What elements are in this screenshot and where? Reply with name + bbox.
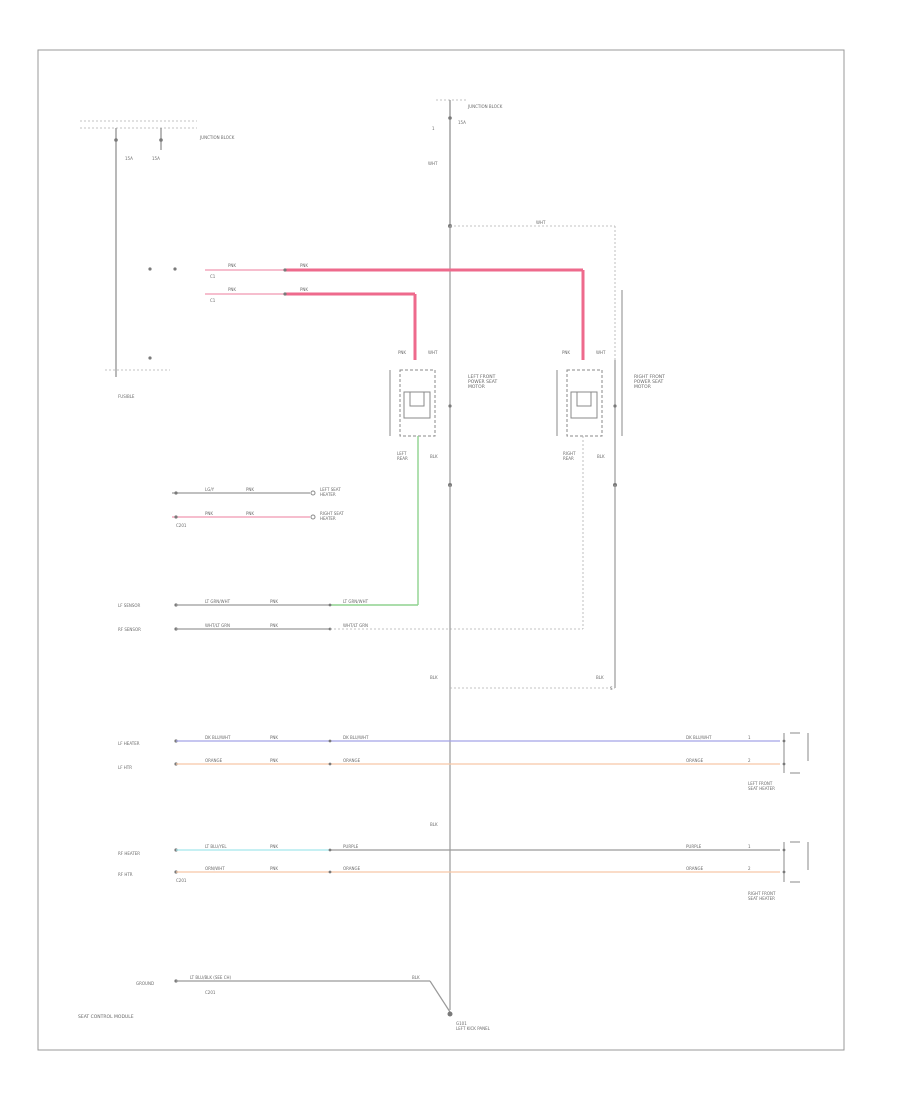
svg-text:S: S	[610, 686, 613, 691]
svg-text:BLK: BLK	[596, 675, 604, 680]
svg-text:ORANGE: ORANGE	[686, 866, 704, 871]
left-heater-rows: LF HEATER LF HTR DK BLU/WHT ORANGE PNK P…	[118, 732, 809, 791]
svg-text:C1: C1	[210, 274, 216, 279]
wire-label-wht-dist: WHT	[536, 220, 546, 225]
junction-subtitle: JUNCTION BLOCK	[467, 104, 503, 109]
pink-wires: PNK PNK PNK PNK C1 C1	[148, 263, 585, 360]
pin-lf-htr: LF HTR	[118, 765, 132, 770]
svg-text:PNK: PNK	[270, 758, 278, 763]
svg-text:C201: C201	[176, 878, 187, 883]
svg-text:C201: C201	[176, 523, 187, 528]
pin-rf-heater: RF HEATER	[118, 851, 140, 856]
svg-text:ORANGE: ORANGE	[343, 758, 361, 763]
svg-text:PURPLE: PURPLE	[686, 844, 702, 849]
pin-rf-sensor: RF SENSOR	[118, 627, 141, 632]
svg-text:LG/Y: LG/Y	[205, 487, 215, 492]
svg-text:PNK: PNK	[270, 623, 278, 628]
fuse-block-bottom-left: FUSIBLE	[105, 356, 170, 399]
svg-text:PNK: PNK	[398, 350, 406, 355]
svg-text:15A: 15A	[458, 120, 466, 125]
svg-text:PNK: PNK	[270, 735, 278, 740]
svg-text:C1: C1	[210, 298, 216, 303]
svg-text:1: 1	[748, 735, 751, 740]
svg-text:LT GRN/WHT: LT GRN/WHT	[205, 599, 231, 604]
svg-text:PURPLE: PURPLE	[343, 844, 359, 849]
sensor-rows: LF SENSOR RF SENSOR LT GRN/WHT WHT/LT GR…	[118, 436, 584, 632]
svg-text:BLK: BLK	[412, 975, 420, 980]
svg-text:PNK: PNK	[270, 844, 278, 849]
junction-block-top-center: JUNCTION BLOCK 1 15A WHT	[428, 99, 503, 228]
module-title: SEAT CONTROL MODULE	[78, 1014, 134, 1020]
svg-text:WHT: WHT	[596, 350, 606, 355]
svg-text:ORANGE: ORANGE	[343, 866, 361, 871]
svg-text:BLK: BLK	[430, 454, 438, 459]
wire-label-wht-top: WHT	[428, 161, 438, 166]
pin-lf-heater: LF HEATER	[118, 741, 140, 746]
fuse-block-subtitle: JUNCTION BLOCK	[199, 135, 235, 140]
svg-text:LT GRN/WHT: LT GRN/WHT	[343, 599, 369, 604]
ground-row: GROUND LT BLU/BLK (SEE CH) C201 BLK G101…	[78, 975, 491, 1031]
svg-text:ORANGE: ORANGE	[686, 758, 704, 763]
svg-text:PNK: PNK	[270, 599, 278, 604]
svg-text:PNK: PNK	[246, 511, 254, 516]
svg-text:15A: 15A	[152, 156, 160, 161]
svg-text:PNK: PNK	[562, 350, 570, 355]
svg-text:LT BLU/YEL: LT BLU/YEL	[205, 844, 227, 849]
svg-text:WHT: WHT	[428, 350, 438, 355]
svg-text:PNK: PNK	[205, 511, 213, 516]
svg-text:2: 2	[748, 758, 751, 763]
svg-text:DK BLU/WHT: DK BLU/WHT	[343, 735, 369, 740]
svg-text:BLK: BLK	[597, 454, 605, 459]
svg-text:DK BLU/WHT: DK BLU/WHT	[205, 735, 231, 740]
svg-text:WHT/LT GRN: WHT/LT GRN	[205, 623, 230, 628]
svg-text:ORANGE: ORANGE	[205, 758, 223, 763]
svg-text:15A: 15A	[125, 156, 133, 161]
svg-text:BLK: BLK	[430, 822, 438, 827]
pin-rf-htr: RF HTR	[118, 872, 133, 877]
svg-text:PNK: PNK	[270, 866, 278, 871]
diagram-frame	[37, 49, 845, 1051]
right-heater-rows: RF HEATER RF HTR LT BLU/YEL ORN/WHT PNK …	[118, 841, 809, 901]
svg-text:1: 1	[432, 126, 435, 131]
pin-ground: GROUND	[136, 981, 154, 986]
svg-text:LT BLU/BLK (SEE CH): LT BLU/BLK (SEE CH)	[190, 975, 232, 980]
svg-text:WHT/LT GRN: WHT/LT GRN	[343, 623, 368, 628]
wire-label-pk-b: PNK	[228, 287, 236, 292]
svg-text:PNK: PNK	[246, 487, 254, 492]
wire-label-pk-c: PNK	[300, 263, 308, 268]
fuse-bottom-title: FUSIBLE	[118, 394, 135, 399]
wire-label-pk-d: PNK	[300, 287, 308, 292]
fuse-block-top-left: JUNCTION BLOCK 15A 15A	[80, 120, 235, 377]
wire-label-pk-a: PNK	[228, 263, 236, 268]
svg-text:DK BLU/WHT: DK BLU/WHT	[686, 735, 712, 740]
svg-text:C201: C201	[205, 990, 216, 995]
svg-text:ORN/WHT: ORN/WHT	[205, 866, 225, 871]
pin-lf-sensor: LF SENSOR	[118, 603, 141, 608]
svg-text:BLK: BLK	[430, 675, 438, 680]
svg-text:1: 1	[748, 844, 751, 849]
svg-text:2: 2	[748, 866, 751, 871]
